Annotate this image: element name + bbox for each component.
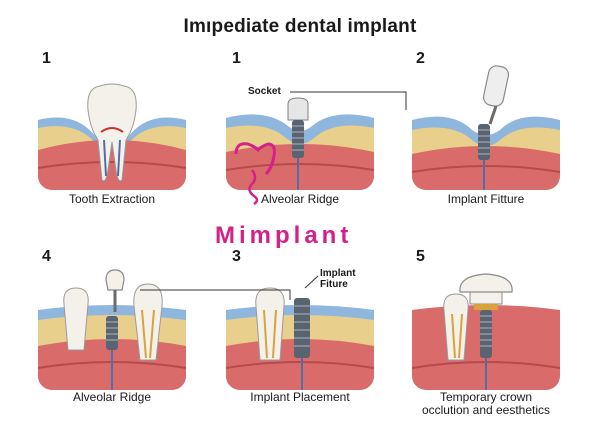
alveolar-ridge-lower-illustration	[38, 280, 186, 390]
crown-piece-icon	[105, 269, 125, 312]
panel-temporary-crown	[412, 280, 560, 390]
step-number-5: 3	[232, 248, 241, 265]
implant-driver-icon	[482, 65, 510, 125]
caption-temporary-crown-line2: occlution and eesthetics	[421, 403, 551, 417]
step-number-3: 2	[416, 50, 425, 67]
tooth-extraction-illustration	[38, 80, 186, 190]
page-title: Imıpediate dental implant	[183, 16, 417, 37]
step-number-4: 4	[42, 248, 51, 265]
panel-tooth-extraction	[38, 80, 186, 190]
crown-top-icon	[459, 273, 513, 293]
tooth-logo-icon	[234, 142, 276, 206]
step-number-6: 5	[416, 248, 425, 265]
implant-placement-illustration	[226, 280, 374, 390]
caption-implant-fitture: Implant Fitture	[447, 192, 525, 206]
socket-label: Socket	[248, 86, 281, 97]
caption-tooth-extraction: Tooth Extraction	[68, 192, 156, 206]
temporary-crown-illustration	[412, 280, 560, 390]
caption-temporary-crown-line1: Temporary crown	[439, 390, 533, 404]
implant-fiture-label-line1: Implant	[320, 268, 356, 279]
step-number-1: 1	[42, 50, 51, 67]
caption-implant-placement: Implant Placement	[250, 390, 350, 404]
step-number-2: 1	[232, 50, 241, 67]
caption-alveolar-ridge-lower: Alveolar Ridge	[72, 390, 152, 404]
panel-implant-placement	[226, 280, 374, 390]
watermark-logo-text: Mimplant	[215, 222, 353, 249]
panel-alveolar-ridge-lower	[38, 280, 186, 390]
implant-fiture-label-line2: Fiture	[320, 279, 348, 290]
caption-alveolar-ridge: Alveolar Ridge	[260, 192, 340, 206]
